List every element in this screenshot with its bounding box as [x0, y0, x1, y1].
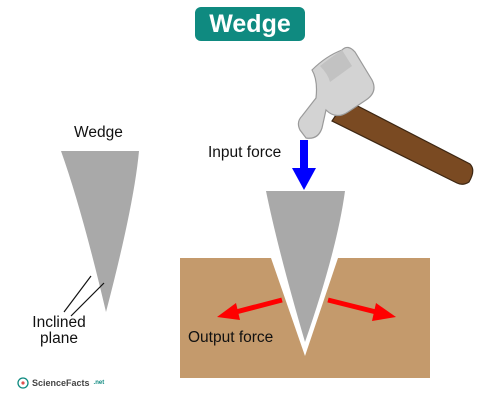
- inclined-plane-label-line2: plane: [40, 330, 78, 348]
- title-badge: Wedge: [195, 7, 305, 41]
- logo-text: ScienceFacts: [32, 378, 90, 388]
- input-force-label: Input force: [208, 144, 282, 161]
- wedge-label: Wedge: [74, 124, 123, 141]
- output-force-arrow-right: [327, 297, 396, 321]
- hammer-icon: [297, 46, 474, 185]
- inclined-plane-label: Inclined plane: [27, 314, 91, 348]
- output-force-arrow-left: [217, 297, 283, 320]
- input-force-arrow: [292, 140, 316, 190]
- output-force-label: Output force: [188, 329, 274, 346]
- inclined-plane-leader-2: [70, 282, 105, 317]
- inclined-plane-label-line1: Inclined: [32, 314, 86, 331]
- inserted-wedge: [266, 191, 345, 342]
- logo-suffix: .net: [93, 380, 105, 386]
- sciencefacts-logo: ScienceFacts.net: [17, 377, 104, 389]
- logo-icon: [17, 377, 29, 389]
- inclined-plane-leader-1: [63, 275, 92, 313]
- page-title: Wedge: [209, 9, 291, 38]
- standalone-wedge: [61, 151, 139, 312]
